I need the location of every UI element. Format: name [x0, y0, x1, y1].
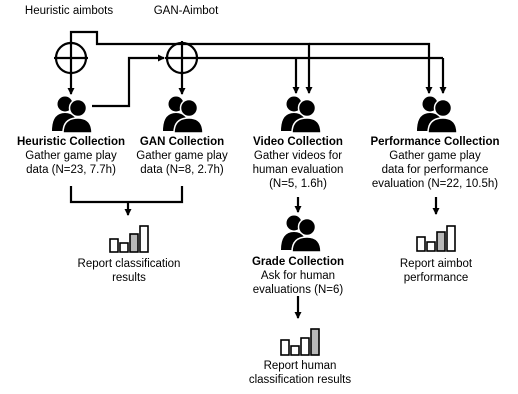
arrow-to-video-b	[69, 30, 313, 94]
gan-collection-desc-2: data (N=8, 2.7h)	[140, 164, 224, 176]
video-collection-desc-1: Gather videos for	[253, 150, 343, 162]
people-icon	[281, 96, 321, 133]
performance-collection-desc-2: data for performance	[381, 164, 489, 176]
grade-collection-desc-2: evaluations (N=6)	[252, 284, 344, 296]
performance-collection-desc-1: Gather game play	[389, 150, 481, 162]
gan-collection-title: GAN Collection	[139, 136, 225, 148]
people-icon	[52, 96, 92, 133]
performance-report-label-2: performance	[403, 272, 469, 284]
classification-report-label-2: results	[112, 272, 146, 284]
crosshair-icon	[165, 41, 199, 75]
performance-report-label-1: Report aimbot	[399, 258, 473, 270]
human-report-label-2: classification results	[248, 374, 352, 386]
arrow-to-performance-b	[309, 42, 433, 94]
grade-collection-title: Grade Collection	[251, 256, 345, 268]
human-report-label-1: Report human	[263, 360, 337, 372]
gan-collection-desc-1: Gather game play	[136, 150, 228, 162]
crosshair-icon	[54, 41, 88, 75]
heuristic-aimbots-label: Heuristic aimbots	[24, 5, 114, 17]
people-icon	[163, 96, 203, 133]
bar-chart-icon	[416, 225, 456, 252]
performance-collection-desc-3: evaluation (N=22, 10.5h)	[371, 178, 499, 190]
video-collection-desc-2: human evaluation	[252, 164, 344, 176]
heuristic-collection-desc-1: Gather game play	[25, 150, 117, 162]
performance-collection-title: Performance Collection	[370, 136, 500, 148]
heuristic-collection-desc-2: data (N=23, 7.7h)	[26, 164, 116, 176]
arrow-heuristic-to-gan-aimbot	[92, 54, 165, 108]
grade-collection-desc-1: Ask for human	[260, 270, 336, 282]
people-icon	[281, 215, 321, 252]
gan-aimbot-label: GAN-Aimbot	[153, 5, 219, 17]
bar-chart-icon	[280, 328, 320, 356]
people-icon	[417, 96, 457, 133]
classification-report-label-1: Report classification	[77, 258, 181, 270]
video-collection-title: Video Collection	[253, 136, 343, 148]
heuristic-collection-title: Heuristic Collection	[17, 136, 125, 148]
video-collection-desc-3: (N=5, 1.6h)	[269, 178, 327, 190]
bar-chart-icon	[109, 225, 149, 253]
